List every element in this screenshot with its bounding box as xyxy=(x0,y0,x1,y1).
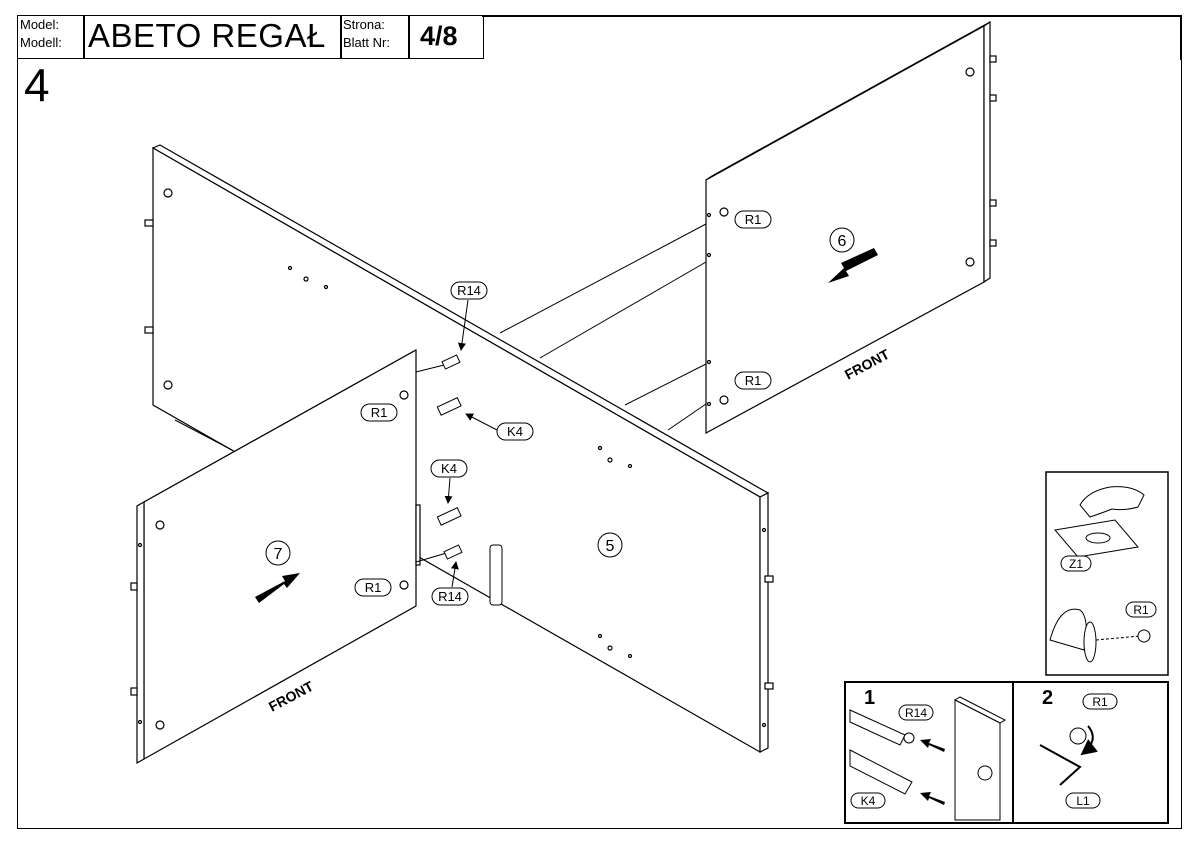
panel-6-number: 6 xyxy=(838,233,847,250)
panel-6-badge xyxy=(829,227,855,253)
callout-r1: R1 xyxy=(365,580,382,595)
model-name: ABETO REGAŁ xyxy=(88,17,326,54)
page-number: 4/8 xyxy=(420,21,458,51)
callout-k4: K4 xyxy=(507,424,523,439)
callout-k4: K4 xyxy=(861,794,876,808)
sheet-border-right-top xyxy=(1180,15,1182,60)
rotate-arrow-icon xyxy=(1080,725,1098,756)
k4-dowel-bottom xyxy=(436,507,462,526)
modell-label: Modell: xyxy=(20,35,62,50)
panel-7-badge xyxy=(265,540,291,566)
callout-r1: R1 xyxy=(745,212,762,227)
model-label: Model: xyxy=(20,17,60,32)
step-number: 4 xyxy=(24,59,50,111)
cam-lock-icon xyxy=(1069,727,1087,745)
callout-r1: R1 xyxy=(745,373,762,388)
header-divider-3 xyxy=(408,15,410,59)
panel-5-badge xyxy=(597,532,623,558)
detail-2-number: 2 xyxy=(1042,687,1053,709)
detail-tip-box: Z1 R1 xyxy=(1045,471,1169,676)
allen-key-icon xyxy=(1039,744,1082,786)
sheet-border xyxy=(17,58,1182,829)
detail-1-number: 1 xyxy=(864,687,875,709)
callout-r1: R1 xyxy=(1133,603,1149,617)
r14-pin-top xyxy=(441,354,461,370)
leader-arrows xyxy=(444,299,498,588)
callout-r14: R14 xyxy=(905,706,927,720)
insert-arrow-icon xyxy=(920,739,945,752)
header-divider-1 xyxy=(83,15,85,59)
panel-7-number: 7 xyxy=(274,546,283,563)
callout-r14: R14 xyxy=(438,589,462,604)
strona-label: Strona: xyxy=(343,17,385,32)
r14-pin-bottom xyxy=(443,544,463,560)
callout-r1: R1 xyxy=(371,405,388,420)
callout-r14: R14 xyxy=(457,283,481,298)
sheet-border-top xyxy=(482,15,1182,17)
projection-lines xyxy=(174,223,707,563)
cam-lock-icon xyxy=(1137,629,1151,643)
hand-icon xyxy=(1079,486,1145,518)
cam-lock-icon xyxy=(977,765,993,781)
clip-part xyxy=(489,544,503,606)
callout-r1: R1 xyxy=(1092,695,1108,709)
insert-arrow-icon xyxy=(920,792,945,805)
arrow-panel-7 xyxy=(255,573,300,603)
title-block xyxy=(17,15,484,59)
arrow-panel-6 xyxy=(828,248,878,283)
panel-5-number: 5 xyxy=(606,538,615,555)
k4-dowel-top xyxy=(436,397,462,416)
header-divider-2 xyxy=(340,15,342,59)
callout-l1: L1 xyxy=(1076,794,1090,808)
callout-z1: Z1 xyxy=(1069,557,1083,571)
panel-5 xyxy=(144,144,774,754)
callout-k4: K4 xyxy=(441,461,457,476)
blatt-label: Blatt Nr: xyxy=(343,35,390,50)
hardware-pins xyxy=(436,354,503,606)
detail-steps-box: 1 2 R14 K4 R1 L1 xyxy=(844,681,1169,824)
